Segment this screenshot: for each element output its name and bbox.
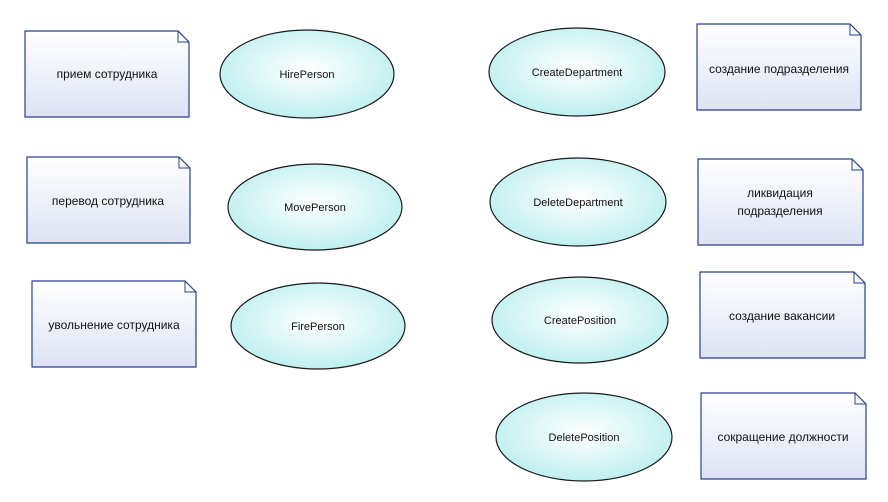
note-delete-department-fold — [851, 159, 863, 171]
use-case-create-department-shape — [488, 27, 666, 117]
note-delete-department-text-line2: подразделения — [737, 204, 822, 218]
note-move-text: перевод сотрудника — [52, 194, 165, 208]
use-case-delete-position-label: DeletePosition — [549, 432, 620, 444]
use-case-move-person-label: MovePerson — [284, 202, 346, 214]
note-fire: увольнение сотрудника — [31, 280, 197, 368]
use-case-delete-position-shape — [495, 392, 673, 482]
use-case-move-person-shape — [227, 163, 403, 251]
note-delete-department: ликвидация подразделения — [697, 158, 864, 246]
note-hire-text: прием сотрудника — [57, 67, 158, 81]
note-delete-department-shape — [697, 158, 864, 246]
note-delete-department-text-line1: ликвидация — [747, 186, 813, 200]
note-delete-position-fold — [854, 393, 866, 405]
note-fire-text: увольнение сотрудника — [48, 318, 180, 332]
use-case-delete-department: DeleteDepartment — [489, 157, 667, 247]
use-case-create-position: CreatePosition — [491, 276, 669, 364]
note-hire-fold — [177, 31, 189, 43]
note-delete-position: сокращение должности — [700, 392, 867, 480]
use-case-move-person: MovePerson — [227, 163, 403, 251]
use-case-create-department: CreateDepartment — [488, 27, 666, 117]
note-hire-shape — [24, 30, 190, 118]
note-create-position-text: создание вакансии — [729, 309, 835, 323]
note-create-position-fold — [853, 272, 865, 284]
note-create-department-shape — [696, 23, 862, 111]
use-case-delete-position: DeletePosition — [495, 392, 673, 482]
use-case-delete-department-shape — [489, 157, 667, 247]
use-case-hire-person-shape — [219, 29, 395, 119]
note-delete-position-text: сокращение должности — [717, 430, 848, 444]
note-move-fold — [178, 157, 190, 169]
use-case-hire-person-label: HirePerson — [279, 69, 334, 81]
use-case-delete-department-label: DeleteDepartment — [533, 197, 622, 209]
note-create-department-fold — [849, 24, 861, 36]
note-fire-fold — [184, 281, 196, 293]
use-case-fire-person-shape — [230, 282, 406, 370]
note-fire-shape — [31, 280, 197, 368]
use-case-hire-person: HirePerson — [219, 29, 395, 119]
note-move-shape — [26, 156, 191, 244]
note-create-department-text: создание подразделения — [709, 62, 849, 76]
note-create-position: создание вакансии — [699, 271, 866, 359]
note-move: перевод сотрудника — [26, 156, 191, 244]
note-delete-position-shape — [700, 392, 867, 480]
note-hire: прием сотрудника — [24, 30, 190, 118]
note-create-position-shape — [699, 271, 866, 359]
note-create-department: создание подразделения — [696, 23, 862, 111]
use-case-fire-person: FirePerson — [230, 282, 406, 370]
use-case-create-position-shape — [491, 276, 669, 364]
use-case-fire-person-label: FirePerson — [291, 321, 345, 333]
use-case-create-department-label: CreateDepartment — [532, 67, 623, 79]
use-case-create-position-label: CreatePosition — [544, 315, 616, 327]
